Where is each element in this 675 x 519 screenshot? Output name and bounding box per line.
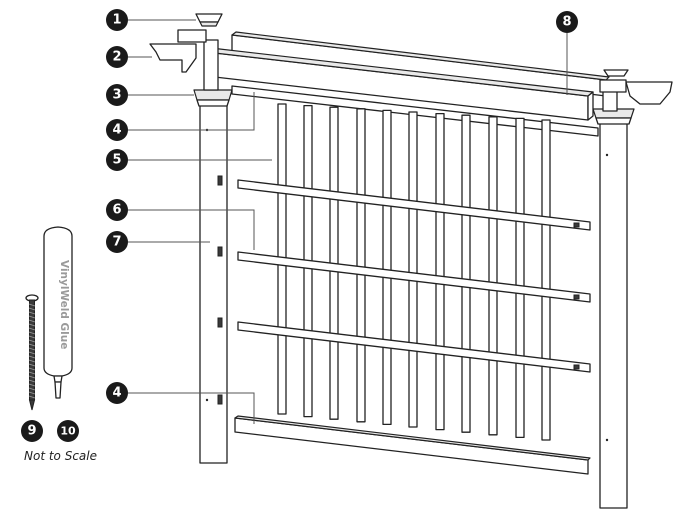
screw-thread — [28, 355, 36, 359]
horizontal-rail — [237, 321, 591, 373]
callout-5: 5 — [106, 149, 128, 171]
picket — [488, 116, 498, 436]
screw-thread — [28, 331, 36, 335]
screw-thread — [28, 395, 36, 399]
callout-3: 3 — [106, 84, 128, 106]
svg-text:7: 7 — [112, 235, 121, 250]
horizontal-rail — [237, 179, 591, 231]
left-post-cap — [193, 89, 233, 107]
screw-thread — [28, 375, 36, 379]
svg-text:5: 5 — [112, 153, 121, 168]
picket — [382, 109, 392, 426]
bottom-rail — [234, 415, 591, 475]
picket — [435, 112, 445, 431]
svg-text:9: 9 — [27, 424, 36, 439]
screw-thread — [28, 359, 36, 363]
callout-10: 10 — [57, 420, 79, 442]
callout-7: 7 — [106, 231, 128, 253]
svg-text:6: 6 — [112, 203, 121, 218]
picket — [515, 117, 525, 439]
screw-thread — [28, 367, 36, 371]
callout-4-bottom: 4 — [106, 382, 128, 404]
post-routed-holes — [217, 175, 223, 405]
rail-hole — [573, 364, 580, 370]
callout-1: 1 — [106, 9, 128, 31]
left-post — [199, 96, 228, 464]
callout-4-top: 4 — [106, 119, 128, 141]
picket — [541, 119, 551, 441]
screw-thread — [28, 387, 36, 391]
horizontal-rail — [237, 251, 591, 303]
screw-thread — [28, 343, 36, 347]
left-bracket — [149, 29, 207, 73]
screw-icon — [25, 294, 39, 411]
svg-text:8: 8 — [562, 15, 571, 30]
glue-bottle-icon: VinylWeld Glue — [43, 226, 73, 399]
leader-lines — [128, 19, 568, 424]
rail-hole — [573, 294, 580, 300]
screw-thread — [28, 307, 36, 311]
screw-thread — [28, 335, 36, 339]
right-bracket — [599, 79, 673, 105]
rail-hole — [573, 222, 580, 228]
screw-thread — [28, 323, 36, 327]
screw-thread — [28, 371, 36, 375]
left-top-cap — [195, 13, 223, 27]
callout-6: 6 — [106, 199, 128, 221]
picket — [461, 114, 471, 433]
right-top-cap — [603, 69, 629, 77]
picket — [356, 108, 366, 423]
screw-thread — [28, 319, 36, 323]
pickets — [277, 103, 551, 441]
screw-thread — [28, 351, 36, 355]
svg-text:1: 1 — [112, 13, 121, 28]
screw-thread — [28, 315, 36, 319]
glue-label: VinylWeld Glue — [58, 260, 70, 349]
right-post — [599, 117, 628, 509]
screw-thread — [28, 379, 36, 383]
rails — [237, 179, 591, 373]
screw-thread — [28, 311, 36, 315]
scale-note: Not to Scale — [24, 449, 97, 463]
screw-thread — [28, 347, 36, 351]
screw-thread — [28, 303, 36, 307]
top-rail — [231, 85, 599, 137]
screw-thread — [28, 391, 36, 395]
svg-text:4: 4 — [112, 386, 121, 401]
callout-8: 8 — [556, 11, 578, 33]
callout-2: 2 — [106, 46, 128, 68]
screw-thread — [28, 327, 36, 331]
screw-thread — [28, 383, 36, 387]
svg-text:10: 10 — [60, 425, 76, 438]
svg-text:4: 4 — [112, 123, 121, 138]
svg-text:2: 2 — [112, 50, 121, 65]
picket — [408, 111, 418, 428]
screw-thread — [28, 363, 36, 367]
callout-9: 9 — [21, 420, 43, 442]
svg-text:3: 3 — [112, 88, 121, 103]
screw-thread — [28, 339, 36, 343]
